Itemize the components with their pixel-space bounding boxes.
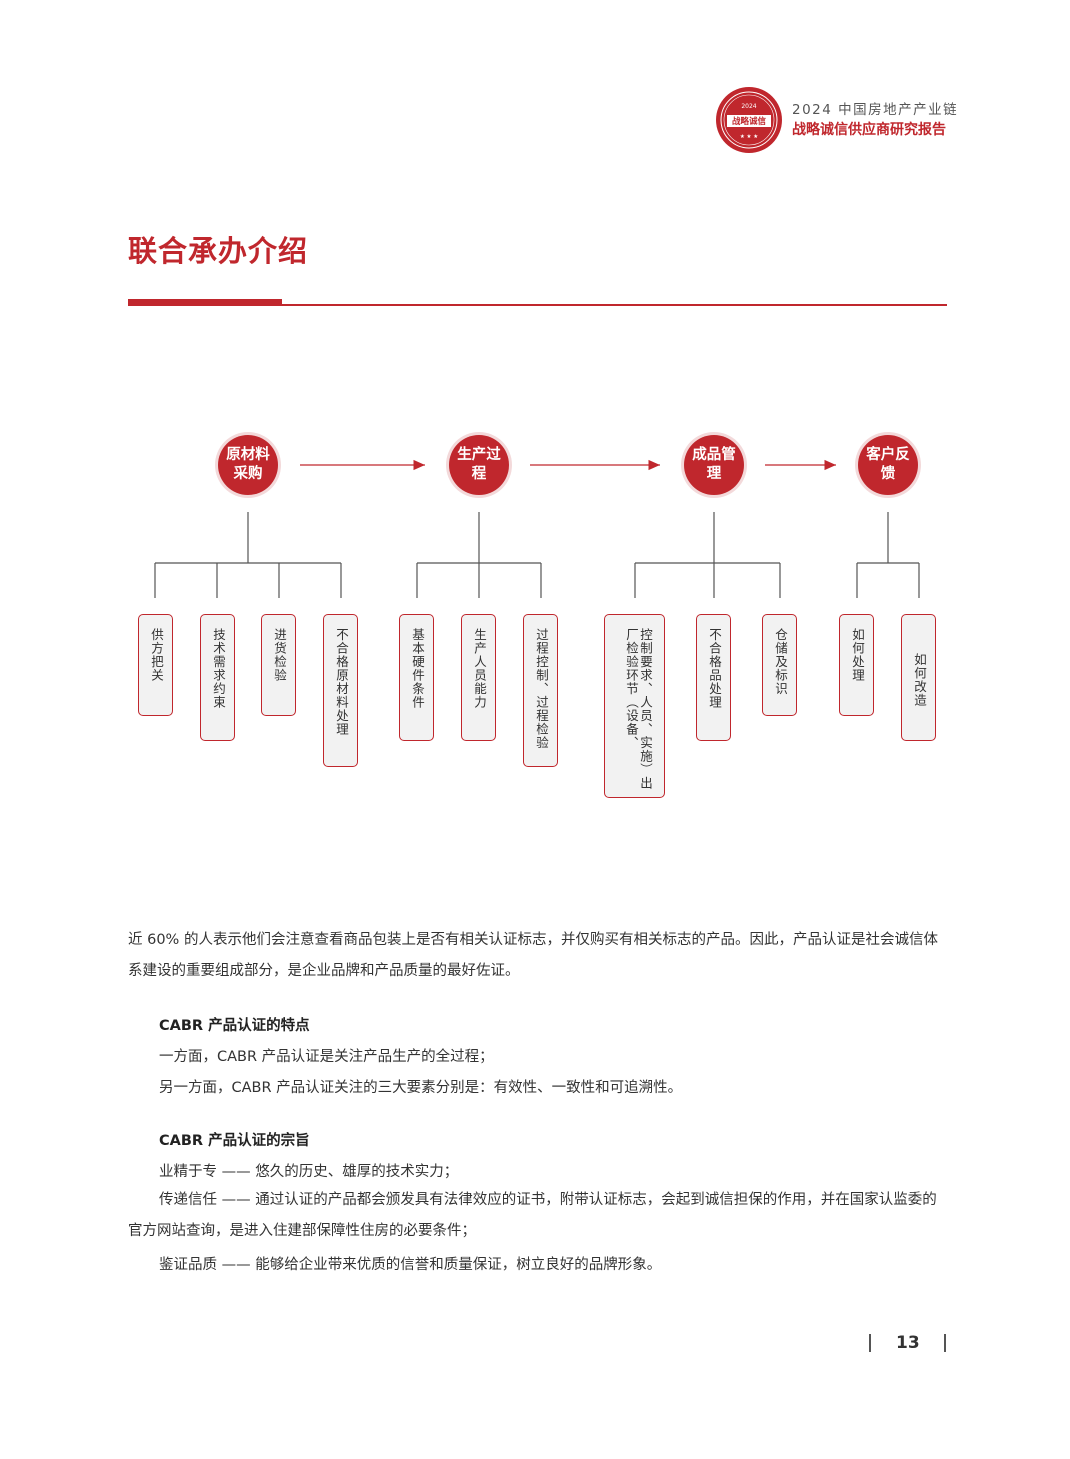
features-heading: CABR 产品认证的特点 (159, 1018, 310, 1034)
purpose-heading: CABR 产品认证的宗旨 (159, 1133, 310, 1149)
leaf-nonconforming-material: 不合格原材料处理 (323, 614, 358, 767)
report-title: 战略诚信供应商研究报告 (792, 122, 946, 138)
svg-text:战略诚信: 战略诚信 (732, 116, 767, 127)
title-divider (128, 304, 947, 306)
leaf-nonconforming-product: 不合格品处理 (696, 614, 731, 741)
report-series-title: 2024 中国房地产产业链 (792, 102, 959, 118)
purpose-line: 鉴证品质 —— 能够给企业带来优质的信誉和质量保证，树立良好的品牌形象。 (159, 1257, 662, 1273)
leaf-staff-ability: 生产人员能力 (461, 614, 496, 741)
seal-logo-icon: 2024 战略诚信 ★ ★ ★ (716, 87, 782, 153)
page-number-bar-right (944, 1334, 946, 1352)
leaf-how-to-improve: 如何改造 (901, 614, 936, 741)
stage-customer-feedback: 客户反馈 (858, 435, 918, 495)
page-number-bar-left (869, 1334, 871, 1352)
svg-text:★ ★ ★: ★ ★ ★ (740, 134, 758, 140)
stage-raw-material: 原材料采购 (218, 435, 278, 495)
features-line: 一方面，CABR 产品认证是关注产品生产的全过程； (159, 1049, 494, 1065)
leaf-supplier-check: 供方把关 (138, 614, 173, 716)
features-line: 另一方面，CABR 产品认证关注的三大要素分别是：有效性、一致性和可追溯性。 (159, 1080, 683, 1096)
stage-production: 生产过程 (449, 435, 509, 495)
leaf-storage-marking: 仓储及标识 (762, 614, 797, 716)
leaf-factory-inspection: 控制要求、人员、实施）出厂检验环节（设备、 (604, 614, 665, 798)
purpose-line: 传递信任 —— 通过认证的产品都会颁发具有法律效应的证书，附带认证标志，会起到诚… (128, 1192, 937, 1239)
leaf-process-control: 过程控制、过程检验 (523, 614, 558, 767)
leaf-incoming-inspection: 进货检验 (261, 614, 296, 716)
process-diagram (154, 459, 920, 598)
leaf-tech-requirement: 技术需求约束 (200, 614, 235, 741)
page-number: 13 (896, 1333, 920, 1353)
svg-text:2024: 2024 (741, 103, 756, 110)
purpose-line: 业精于专 —— 悠久的历史、雄厚的技术实力； (159, 1164, 459, 1180)
leaf-how-to-handle: 如何处理 (839, 614, 874, 716)
leaf-hardware-conditions: 基本硬件条件 (399, 614, 434, 741)
stage-product-management: 成品管理 (684, 435, 744, 495)
intro-paragraph: 近 60% 的人表示他们会注意查看商品包装上是否有相关认证标志，并仅购买有相关标… (128, 932, 938, 979)
page-title: 联合承办介绍 (128, 234, 309, 268)
title-divider-accent (128, 299, 282, 306)
